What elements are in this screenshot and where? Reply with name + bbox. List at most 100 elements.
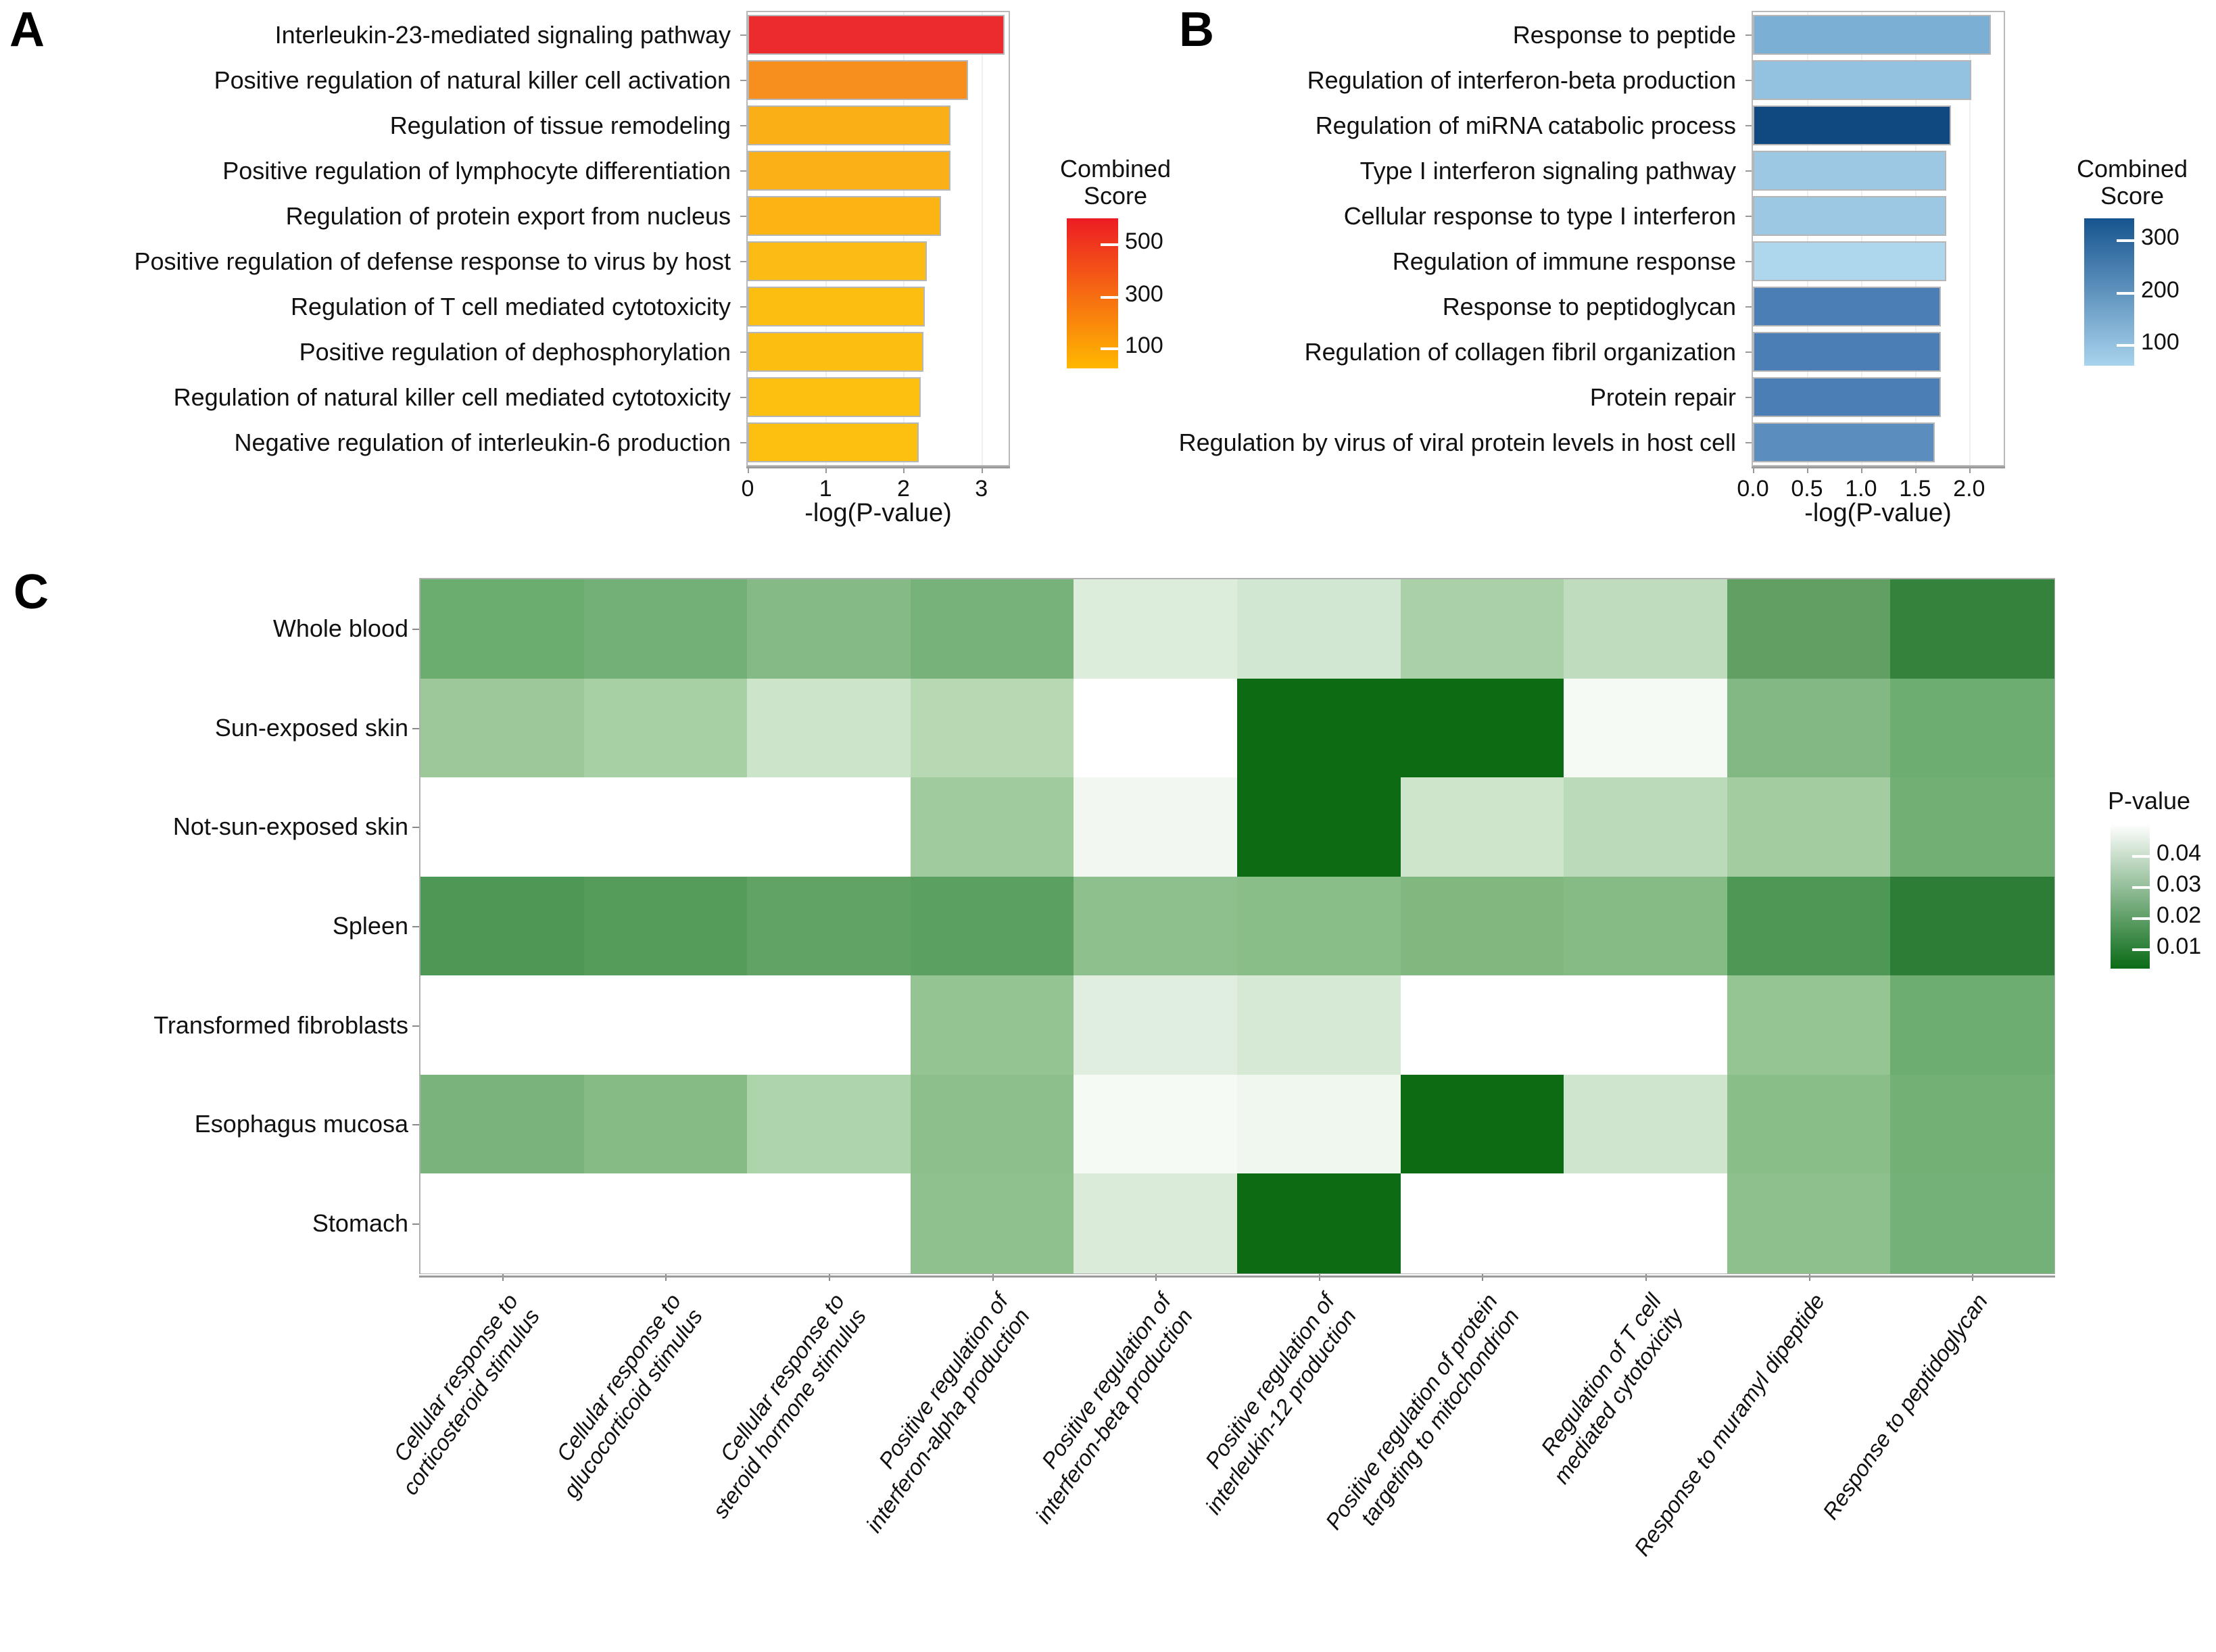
heatmap-cell — [747, 975, 911, 1075]
panel-a-axis-title: -log(P-value) — [804, 499, 952, 527]
bar — [748, 332, 924, 372]
bar-category-row: Regulation of collagen fibril organizati… — [1305, 329, 1752, 374]
bar-category-row: Regulation of tissue remodeling — [390, 103, 746, 148]
x-axis-tick-label: 0 — [741, 476, 754, 502]
panel-b-legend-title-line2: Score — [2100, 182, 2165, 210]
heatmap-cell — [910, 975, 1074, 1075]
bar-category-label: Positive regulation of lymphocyte differ… — [222, 156, 731, 185]
x-axis-tick — [1806, 466, 1808, 473]
bar-category-label: Positive regulation of natural killer ce… — [214, 66, 731, 94]
heatmap-row-tick — [412, 926, 419, 927]
heatmap-row-label: Sun-exposed skin — [214, 713, 408, 742]
heatmap-row-tick — [412, 727, 419, 729]
heatmap-cell — [420, 777, 585, 877]
heatmap-cell — [583, 975, 748, 1075]
colorbar-tick-label: 100 — [1125, 332, 1163, 358]
bar-category-label: Regulation of protein export from nucleu… — [285, 201, 731, 230]
x-axis-tick — [981, 466, 983, 473]
y-axis-tick — [740, 215, 746, 217]
y-axis-tick — [740, 260, 746, 262]
bar-category-row: Regulation of T cell mediated cytotoxici… — [291, 284, 746, 329]
heatmap-cell — [1890, 1173, 2054, 1273]
bar — [748, 60, 969, 100]
y-axis-tick — [740, 306, 746, 308]
colorbar-tick — [2132, 917, 2150, 921]
bar-category-row: Cellular response to type I interferon — [1344, 193, 1752, 239]
colorbar-tick-label: 500 — [1125, 228, 1163, 255]
heatmap-cell — [420, 876, 585, 976]
x-axis-tick — [1860, 466, 1862, 473]
heatmap-cell — [420, 1173, 585, 1273]
heatmap-cell — [1400, 579, 1564, 679]
panel-b-legend-title-line1: Combined — [2076, 155, 2188, 183]
colorbar-gradient — [2111, 824, 2150, 969]
heatmap-cell — [420, 678, 585, 778]
colorbar-tick — [2117, 344, 2134, 347]
heatmap-cell — [1890, 876, 2054, 976]
bar — [1753, 105, 1951, 145]
bar — [1753, 151, 1947, 191]
heatmap-row-tick — [412, 1025, 419, 1027]
heatmap-cell — [583, 678, 748, 778]
panel-a-letter: A — [9, 3, 45, 57]
x-axis-tick — [748, 466, 749, 473]
heatmap-cell — [1564, 975, 1728, 1075]
heatmap-cell — [420, 579, 585, 679]
heatmap-cell — [583, 1173, 748, 1273]
gridline — [1914, 12, 1917, 465]
panel-a-bar-chart: Interleukin-23-mediated signaling pathwa… — [0, 0, 1055, 541]
gridline — [1969, 12, 1971, 465]
heatmap-cell — [1237, 579, 1401, 679]
x-axis-tick — [825, 466, 827, 473]
y-axis-tick — [740, 441, 746, 443]
x-axis-tick-label: 2 — [896, 476, 910, 502]
bar-category-label: Negative regulation of interleukin-6 pro… — [234, 428, 731, 456]
heatmap-row-tick — [412, 827, 419, 829]
heatmap-row-label: Esophagus mucosa — [194, 1110, 408, 1138]
x-axis-tick-label: 3 — [975, 476, 988, 502]
bar — [748, 15, 1005, 55]
x-axis-tick-label: 0.5 — [1791, 476, 1823, 502]
y-axis-tick — [740, 124, 746, 126]
heatmap-cell — [1564, 876, 1728, 976]
bar-category-row: Positive regulation of natural killer ce… — [214, 57, 746, 103]
heatmap-column-tick — [1808, 1274, 1810, 1281]
bar-category-row: Response to peptide — [1513, 12, 1752, 57]
bar-category-label: Protein repair — [1589, 383, 1736, 411]
bar-category-row: Positive regulation of defense response … — [134, 239, 746, 284]
heatmap-column-tick — [665, 1274, 667, 1281]
heatmap-cell — [1074, 579, 1238, 679]
colorbar-tick-label: 0.02 — [2157, 902, 2202, 929]
bar-category-row: Regulation by virus of viral protein lev… — [1179, 420, 1752, 465]
heatmap-column-tick — [829, 1274, 830, 1281]
heatmap-column-tick — [1155, 1274, 1157, 1281]
heatmap-cell — [1237, 975, 1401, 1075]
x-axis-tick — [1969, 466, 1971, 473]
heatmap-cell — [1237, 1173, 1401, 1273]
x-axis-tick — [1914, 466, 1917, 473]
heatmap-column-tick — [1972, 1274, 1974, 1281]
heatmap-cell — [1400, 975, 1564, 1075]
panel-a-legend-title-line1: Combined — [1059, 155, 1172, 183]
bar — [748, 377, 921, 417]
heatmap-cell — [420, 1074, 585, 1174]
bar-category-label: Regulation of collagen fibril organizati… — [1304, 337, 1736, 366]
heatmap-cell — [747, 876, 911, 976]
bar — [1753, 60, 1972, 100]
bar — [748, 196, 941, 236]
heatmap-cell — [1890, 579, 2054, 679]
panel-b-axis-title: -log(P-value) — [1804, 499, 1952, 527]
y-axis-tick — [1745, 351, 1752, 353]
panel-b-letter: B — [1179, 3, 1214, 57]
heatmap-cell — [1074, 1173, 1238, 1273]
colorbar-gradient — [1067, 218, 1118, 368]
x-axis-tick-label: 2.0 — [1953, 476, 1985, 502]
heatmap-cell — [1564, 678, 1728, 778]
bar — [748, 287, 925, 326]
heatmap-column-tick — [502, 1274, 504, 1281]
colorbar-tick — [1101, 243, 1118, 247]
y-axis-tick — [740, 34, 746, 36]
